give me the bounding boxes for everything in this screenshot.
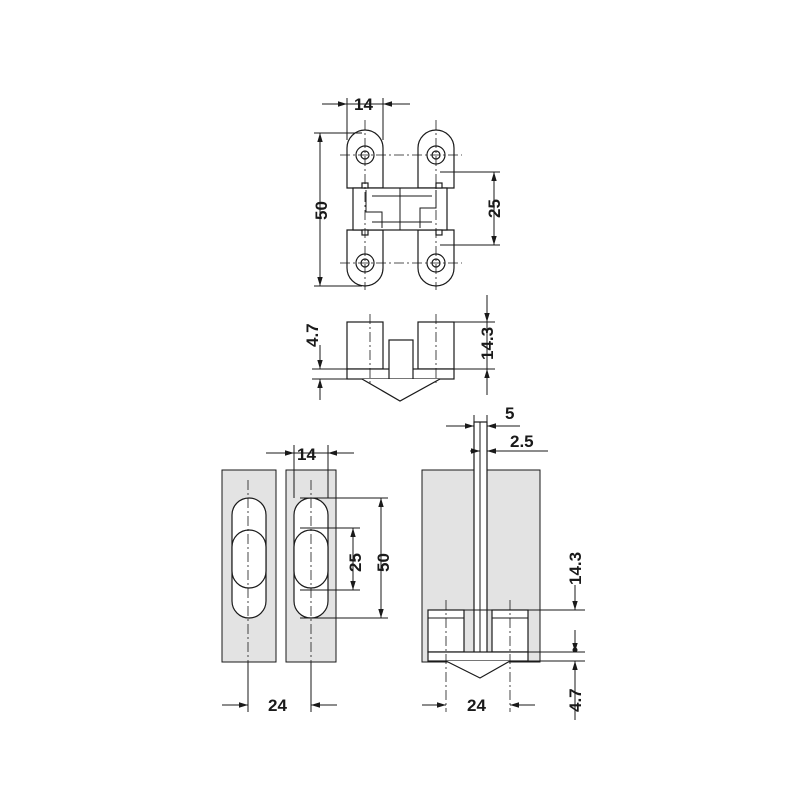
mounting-section-view: 5 2.5 14.3 24 4.7	[421, 404, 585, 720]
front-height-label: 50	[374, 553, 393, 572]
section-offset-label: 2.5	[510, 432, 534, 451]
section-depth-label: 14.3	[566, 552, 585, 585]
top-hole-spacing-label: 25	[485, 199, 504, 218]
side-cup-depth-label: 4.7	[303, 323, 322, 347]
side-total-depth-label: 14.3	[478, 327, 497, 360]
hinge-side-view: 4.7 14.3	[303, 295, 497, 402]
section-board-thickness-label: 24	[467, 696, 486, 715]
hinge-top-view: 14 50 25	[312, 95, 504, 290]
mounting-front-view: 14 25 50 24	[221, 445, 393, 715]
front-board-thickness-label: 24	[268, 696, 287, 715]
section-gap-label: 5	[505, 404, 514, 423]
top-height-label: 50	[312, 201, 331, 220]
top-width-label: 14	[354, 95, 373, 114]
front-hole-spacing-label: 25	[346, 553, 365, 572]
section-cup-depth-label: 4.7	[566, 688, 585, 712]
front-width-label: 14	[297, 445, 316, 464]
